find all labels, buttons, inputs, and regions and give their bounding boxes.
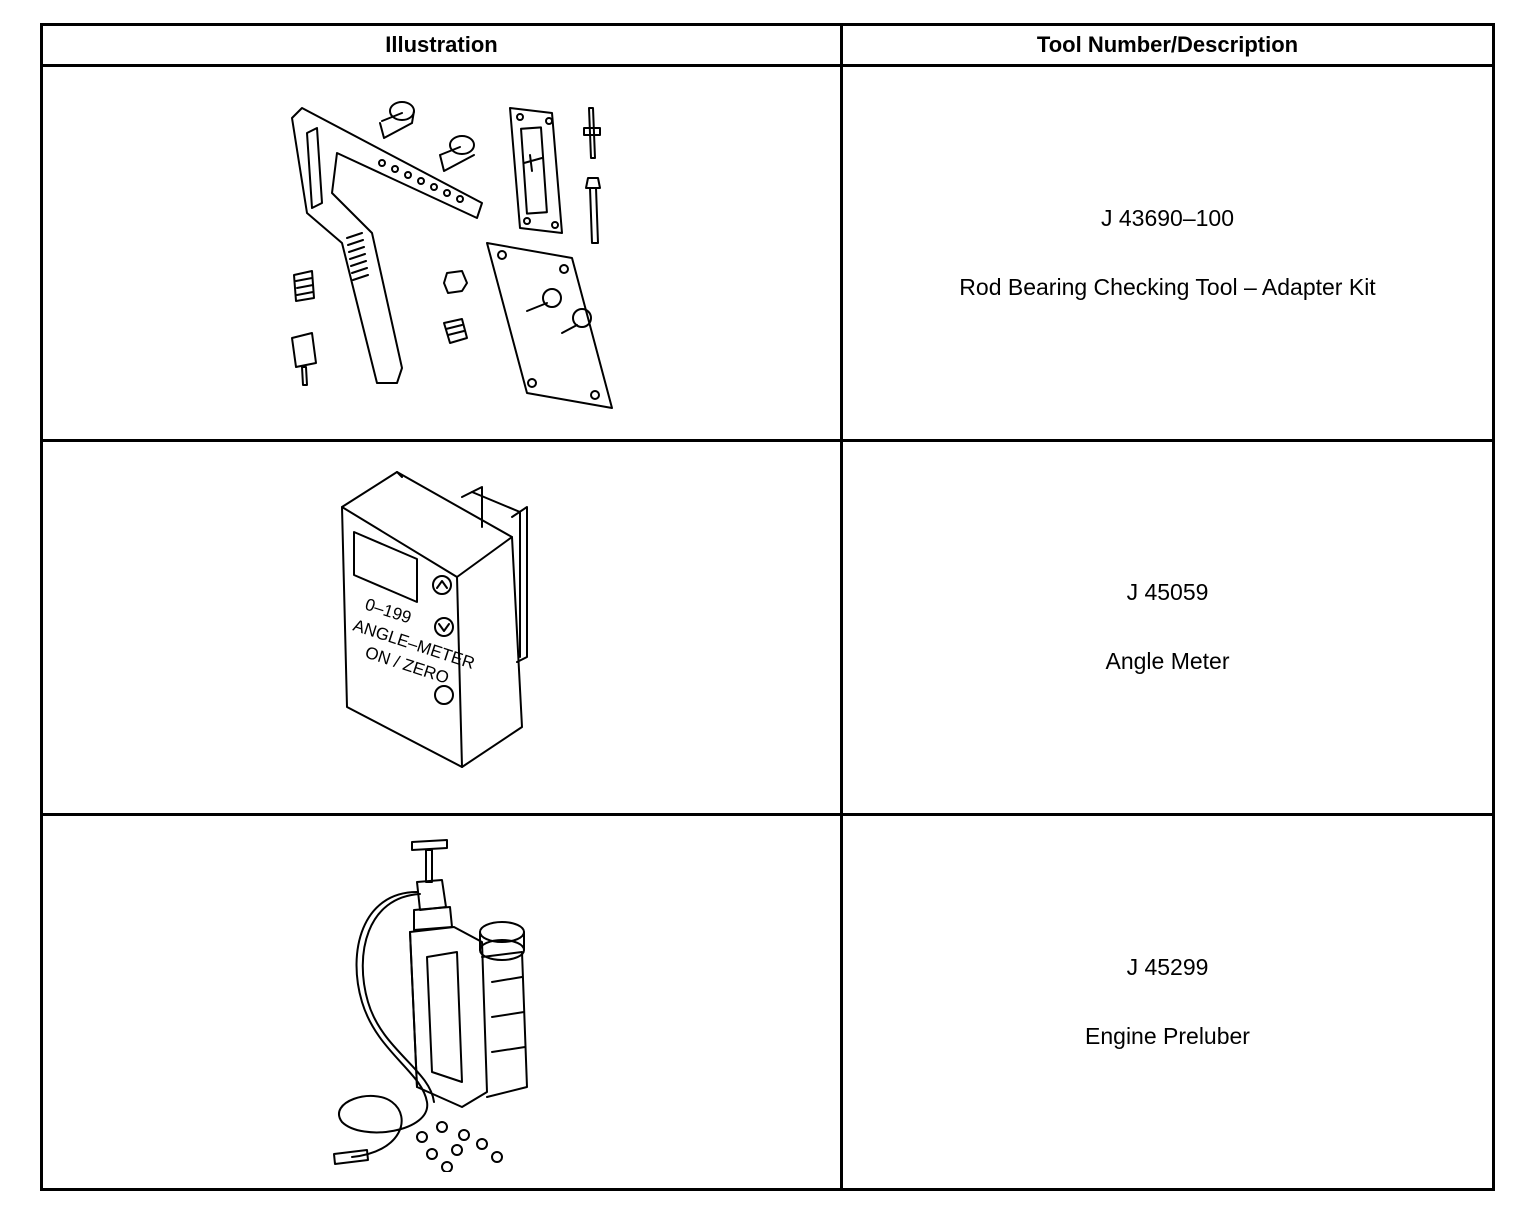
table-row: J 43690–100 Rod Bearing Checking Tool – …: [40, 64, 1495, 442]
table-row: 0–199 ANGLE–METER ON / ZERO J 45059 Angl…: [40, 438, 1495, 817]
rod-bearing-adapter-kit-icon: [290, 100, 613, 409]
illustration-cell: [40, 64, 843, 442]
tool-number: J 43690–100: [1100, 204, 1234, 231]
table-row: J 45299 Engine Preluber: [40, 813, 1495, 1191]
tool-info-cell: J 45299 Engine Preluber: [840, 813, 1495, 1191]
tool-description: Rod Bearing Checking Tool – Adapter Kit: [959, 273, 1376, 300]
angle-meter-icon: 0–199 ANGLE–METER ON / ZERO: [340, 471, 528, 769]
tool-number: J 45059: [1126, 579, 1209, 606]
illustration-cell: [40, 813, 843, 1191]
table-header-row: Illustration Tool Number/Description: [40, 23, 1495, 67]
tool-description: Engine Preluber: [1085, 1023, 1250, 1050]
engine-preluber-icon: [332, 839, 528, 1173]
tool-number: J 45299: [1126, 954, 1209, 981]
header-tool-number-description: Tool Number/Description: [840, 23, 1495, 67]
tool-info-cell: J 45059 Angle Meter: [840, 438, 1495, 817]
header-illustration: Illustration: [40, 23, 843, 67]
tool-description: Angle Meter: [1105, 648, 1230, 675]
special-tools-table: Illustration Tool Number/Description: [40, 23, 1495, 1191]
tool-info-cell: J 43690–100 Rod Bearing Checking Tool – …: [840, 64, 1495, 442]
illustration-cell: 0–199 ANGLE–METER ON / ZERO: [40, 438, 843, 817]
